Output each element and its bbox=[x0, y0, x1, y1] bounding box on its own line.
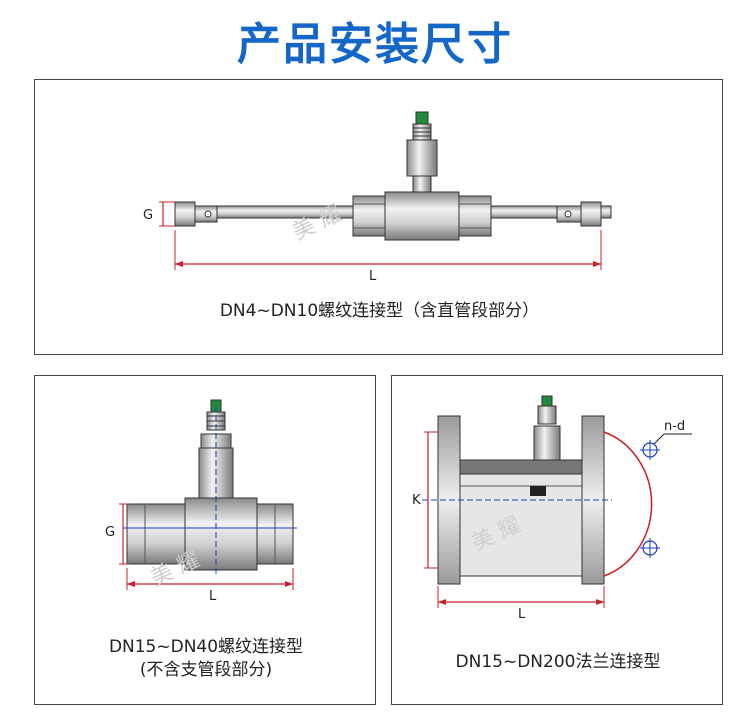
diagram-threaded: G L 美 耀 bbox=[105, 399, 297, 604]
caption-line-1: DN15~DN40螺纹连接型 bbox=[108, 637, 304, 657]
page-title: 产品安装尺寸 bbox=[237, 19, 513, 70]
svg-text:G: G bbox=[105, 525, 115, 540]
svg-text:K: K bbox=[412, 493, 421, 508]
left-end-fitting bbox=[174, 201, 218, 227]
meter-body bbox=[459, 459, 583, 577]
dimension-nd: n-d bbox=[653, 419, 692, 445]
svg-text:L: L bbox=[209, 589, 217, 604]
dimension-l: L bbox=[126, 568, 294, 604]
left-union-nut bbox=[352, 195, 386, 237]
dimension-l: L bbox=[174, 230, 602, 284]
caption-line-2: (不含支管段部分) bbox=[139, 660, 273, 680]
right-union-nut bbox=[458, 195, 492, 237]
caption-bottom-left: DN15~DN40螺纹连接型 (不含支管段部分) bbox=[35, 636, 377, 682]
svg-text:G: G bbox=[143, 208, 153, 223]
caption-top: DN4~DN10螺纹连接型（含直管段部分） bbox=[219, 301, 540, 321]
dimension-g: G bbox=[105, 503, 129, 565]
svg-text:n-d: n-d bbox=[664, 419, 685, 434]
panel-flanged-dn15-dn200: n-d K L 美 耀 DN15~DN200法兰连接型 bbox=[391, 375, 723, 705]
bolt-circle-arc bbox=[603, 431, 653, 577]
right-end-fitting bbox=[556, 201, 602, 227]
sensor-head bbox=[533, 395, 561, 461]
dimension-l: L bbox=[437, 586, 605, 622]
diagram-threaded-with-pipes: G L 美 耀 bbox=[143, 111, 612, 284]
diagram-flanged: n-d K L 美 耀 bbox=[412, 395, 692, 622]
caption-bottom-right: DN15~DN200法兰连接型 bbox=[455, 652, 661, 672]
panel-threaded-dn4-dn10: G L 美 耀 DN4~DN10螺纹连接型（含直管段部分） bbox=[34, 79, 723, 355]
svg-text:L: L bbox=[369, 269, 377, 284]
panel-threaded-dn15-dn40: G L 美 耀 DN15~DN40螺纹连接型 (不含支管段部分) bbox=[34, 375, 376, 705]
svg-text:L: L bbox=[518, 607, 526, 622]
meter-body bbox=[384, 191, 460, 241]
dimension-k: K bbox=[412, 431, 438, 569]
dimension-g: G bbox=[143, 201, 175, 227]
sensor-head bbox=[406, 111, 438, 193]
